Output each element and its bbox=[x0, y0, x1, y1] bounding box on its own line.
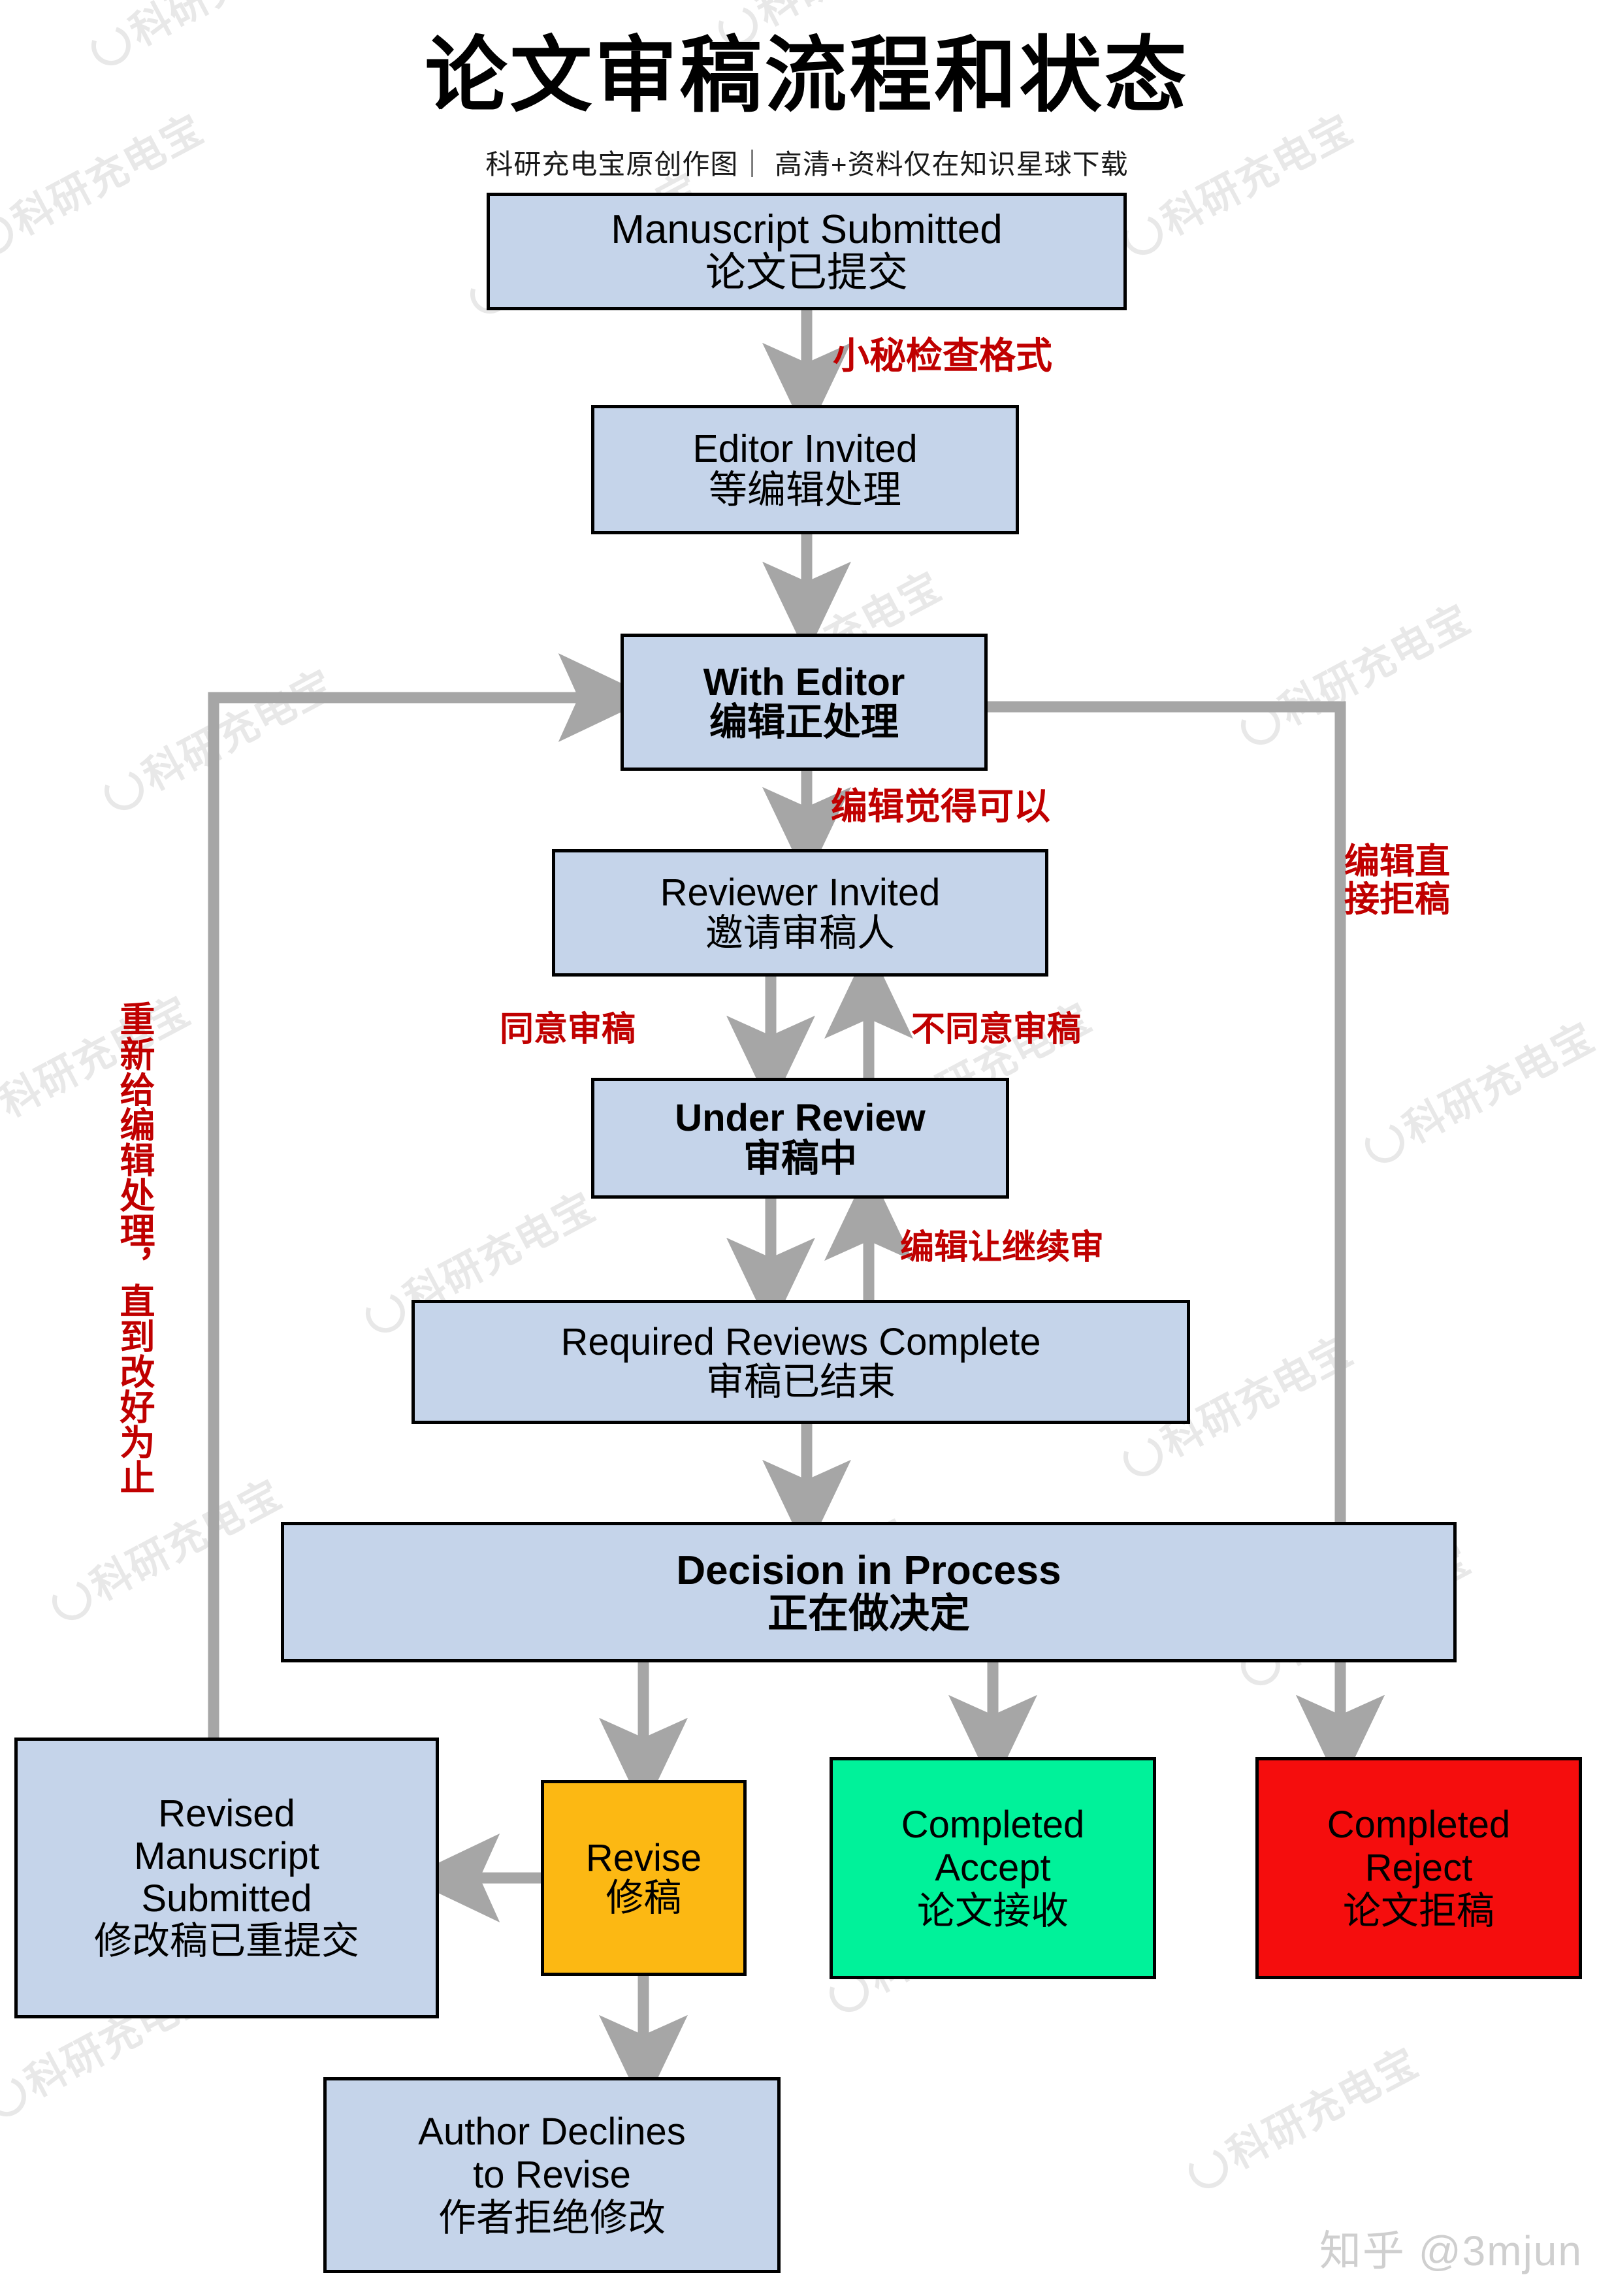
node-author-declines-to-revise[interactable]: Author Declines to Revise 作者拒绝修改 bbox=[323, 2077, 781, 2273]
edge-label-back-to-editor-loop: 重新给编辑处理，直到改好为止 bbox=[114, 1001, 153, 1495]
node-label-en: Completed Reject bbox=[1327, 1803, 1511, 1889]
node-label-zh: 正在做决定 bbox=[767, 1591, 970, 1636]
node-label-zh: 编辑正处理 bbox=[709, 701, 899, 743]
node-under-review[interactable]: Under Review 审稿中 bbox=[591, 1078, 1009, 1199]
edge-label-editor-approves: 编辑觉得可以 bbox=[831, 786, 1050, 827]
page-title: 论文审稿流程和状态 bbox=[425, 29, 1189, 121]
node-label-zh: 修改稿已重提交 bbox=[93, 1919, 359, 1962]
node-label-en: Editor Invited bbox=[692, 427, 918, 471]
node-label-zh: 审稿中 bbox=[743, 1137, 857, 1180]
node-manuscript-submitted[interactable]: Manuscript Submitted 论文已提交 bbox=[487, 193, 1127, 310]
edge-label-secretary-format-check: 小秘检查格式 bbox=[833, 335, 1052, 376]
edge-revised-manuscript-to-with-editor-loop bbox=[208, 653, 652, 1738]
node-label-zh: 等编辑处理 bbox=[708, 468, 901, 511]
edge-label-editor-direct-reject: 编辑直 接拒稿 bbox=[1344, 842, 1450, 920]
node-revise[interactable]: Revise 修稿 bbox=[541, 1780, 747, 1976]
node-reviewer-invited[interactable]: Reviewer Invited 邀请审稿人 bbox=[552, 849, 1048, 977]
node-revised-manuscript-submitted[interactable]: Revised Manuscript Submitted 修改稿已重提交 bbox=[14, 1738, 439, 2018]
edge-label-editor-continue-review: 编辑让继续审 bbox=[900, 1229, 1105, 1267]
node-completed-reject[interactable]: Completed Reject 论文拒稿 bbox=[1255, 1757, 1582, 1979]
node-label-zh: 邀请审稿人 bbox=[705, 911, 895, 954]
node-label-zh: 修稿 bbox=[605, 1877, 682, 1919]
author-credit: 知乎 @3mjun bbox=[1319, 2227, 1583, 2274]
node-label-en: Revise bbox=[585, 1836, 702, 1879]
node-label-en: Required Reviews Complete bbox=[560, 1320, 1041, 1363]
node-decision-in-process[interactable]: Decision in Process 正在做决定 bbox=[281, 1522, 1457, 1662]
node-label-en: Decision in Process bbox=[676, 1547, 1061, 1593]
node-label-zh: 论文拒稿 bbox=[1342, 1890, 1494, 1933]
node-label-en: Manuscript Submitted bbox=[611, 207, 1003, 253]
node-label-en: With Editor bbox=[703, 660, 905, 703]
node-completed-accept[interactable]: Completed Accept 论文接收 bbox=[830, 1757, 1156, 1979]
edge-label-reviewer-agrees: 同意审稿 bbox=[500, 1011, 636, 1048]
node-label-en: Under Review bbox=[675, 1097, 926, 1140]
node-label-en: Revised Manuscript Submitted bbox=[134, 1792, 319, 1920]
node-label-en: Author Declines to Revise bbox=[418, 2110, 686, 2196]
node-label-zh: 论文已提交 bbox=[705, 250, 908, 295]
node-label-en: Completed Accept bbox=[901, 1803, 1085, 1889]
edge-label-reviewer-declines: 不同意审稿 bbox=[911, 1011, 1082, 1048]
page-subtitle: 科研充电宝原创作图｜ 高清+资料仅在知识星球下载 bbox=[485, 149, 1129, 180]
node-label-zh: 论文接收 bbox=[916, 1890, 1069, 1933]
node-editor-invited[interactable]: Editor Invited 等编辑处理 bbox=[591, 405, 1019, 534]
node-label-zh: 审稿已结束 bbox=[705, 1361, 896, 1403]
edge-with-editor-to-reject-loop bbox=[988, 701, 1385, 1788]
node-label-en: Reviewer Invited bbox=[660, 871, 941, 914]
node-with-editor[interactable]: With Editor 编辑正处理 bbox=[621, 634, 988, 771]
node-required-reviews-complete[interactable]: Required Reviews Complete 审稿已结束 bbox=[412, 1300, 1190, 1424]
node-label-zh: 作者拒绝修改 bbox=[438, 2197, 666, 2240]
